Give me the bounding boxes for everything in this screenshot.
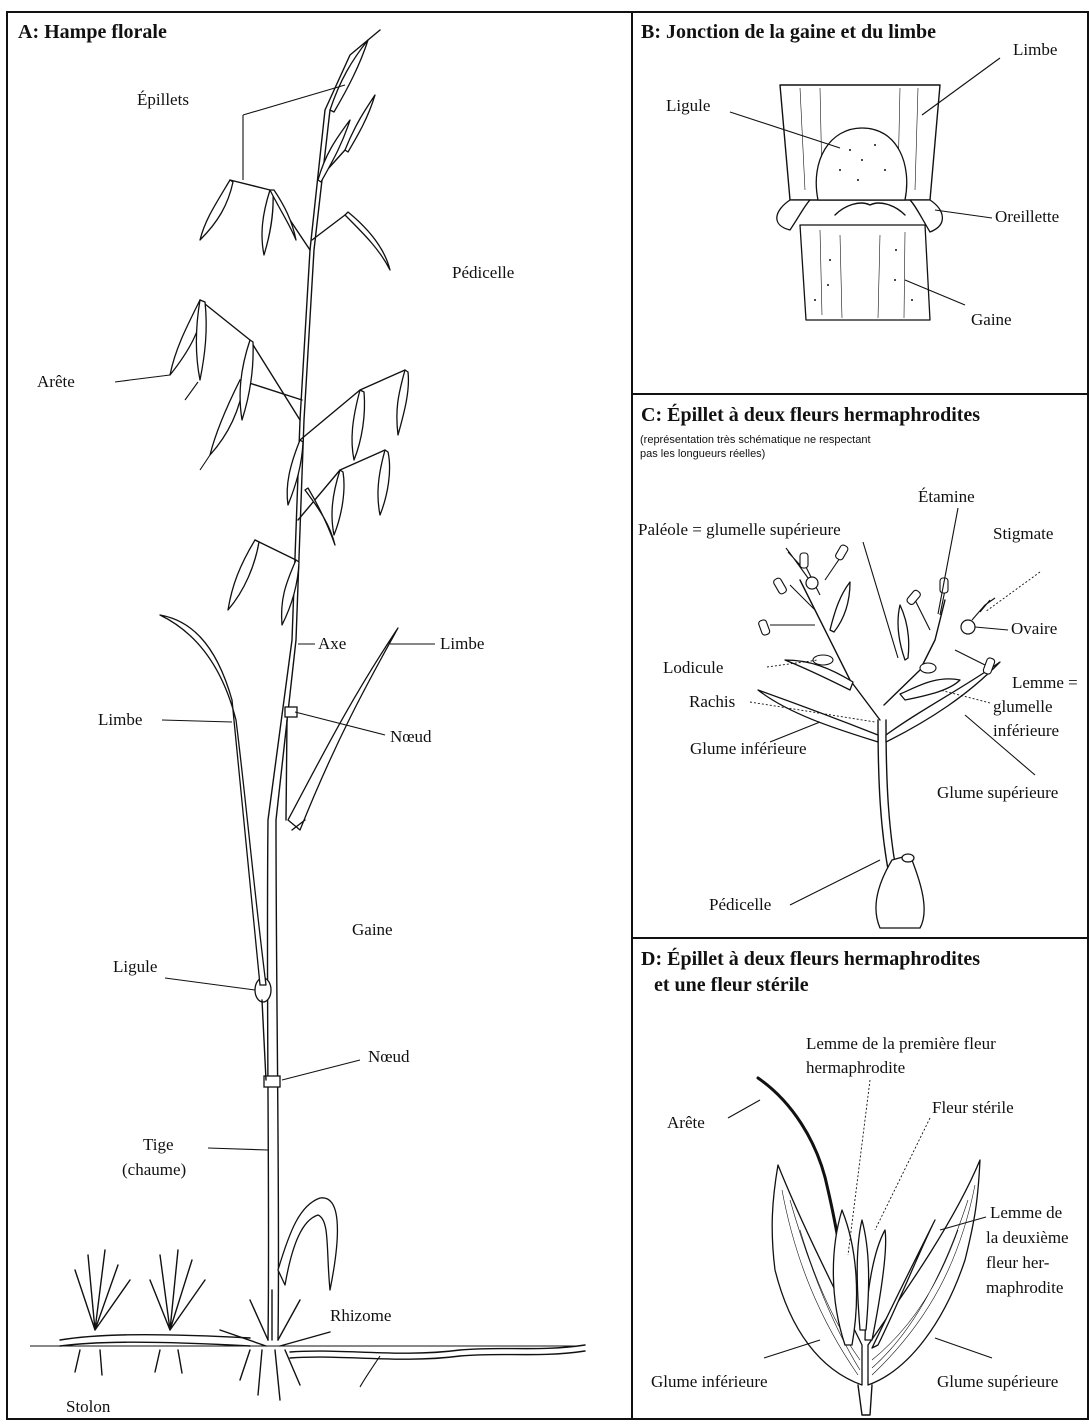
- leader-limbe-b: [922, 58, 1000, 115]
- label-tige-2: (chaume): [122, 1160, 186, 1179]
- panel-c: C: Épillet à deux fleurs hermaphrodites …: [638, 403, 1078, 928]
- label-limbe-b: Limbe: [1013, 40, 1057, 59]
- spikelet-c-drawing: [758, 544, 1000, 928]
- label-tige-1: Tige: [143, 1135, 174, 1154]
- label-lemme2-4: maphrodite: [986, 1278, 1063, 1297]
- label-lemme2-3: fleur her-: [986, 1253, 1050, 1272]
- label-pedicelle-c: Pédicelle: [709, 895, 771, 914]
- label-pedicelle-a: Pédicelle: [452, 263, 514, 282]
- panel-a-leaders: [115, 85, 435, 1387]
- panel-c-note-2: pas les longueurs réelles): [640, 448, 765, 460]
- leader-oreillette: [935, 210, 992, 218]
- label-lemme2-2: la deuxième: [986, 1228, 1069, 1247]
- label-lemme1-2: hermaphrodite: [806, 1058, 905, 1077]
- label-glume-sup-c: Glume supérieure: [937, 783, 1058, 802]
- label-lodicule: Lodicule: [663, 658, 723, 677]
- label-stolon: Stolon: [66, 1397, 111, 1416]
- label-gaine-b: Gaine: [971, 310, 1012, 329]
- leader-arete-d: [728, 1100, 760, 1118]
- label-ligule-a: Ligule: [113, 957, 157, 976]
- panel-d: D: Épillet à deux fleurs hermaphrodites …: [641, 947, 1069, 1415]
- leader-glume-sup-d: [935, 1338, 992, 1358]
- label-gaine-a: Gaine: [352, 920, 393, 939]
- label-glume-inf-c: Glume inférieure: [690, 739, 807, 758]
- label-paleole: Paléole = glumelle supérieure: [638, 520, 841, 539]
- spikelet-d-drawing: [758, 1078, 980, 1415]
- leader-fleur-sterile: [875, 1118, 930, 1230]
- panel-b: B: Jonction de la gaine et du limbe Limb…: [641, 21, 1059, 329]
- label-lemme2-1: Lemme de: [990, 1203, 1062, 1222]
- label-fleur-sterile: Fleur stérile: [932, 1098, 1014, 1117]
- label-lemme-1: Lemme =: [1012, 673, 1078, 692]
- panel-a: A: Hampe florale: [18, 21, 585, 1416]
- leader-ovaire: [975, 627, 1008, 630]
- panicle-drawing: [130, 40, 408, 625]
- label-limbe-right: Limbe: [440, 634, 484, 653]
- label-arete-d: Arête: [667, 1113, 705, 1132]
- label-lemme-3: inférieure: [993, 721, 1059, 740]
- leader-stigmate: [985, 572, 1040, 612]
- base-drawing: [60, 1250, 585, 1400]
- leader-etamine: [938, 508, 958, 614]
- label-oreillette: Oreillette: [995, 207, 1059, 226]
- leader-lemme1: [848, 1080, 870, 1255]
- leader-pedicelle-c: [790, 860, 880, 905]
- label-glume-inf-d: Glume inférieure: [651, 1372, 768, 1391]
- label-rhizome: Rhizome: [330, 1306, 391, 1325]
- label-glume-sup-d: Glume supérieure: [937, 1372, 1058, 1391]
- label-ligule-b: Ligule: [666, 96, 710, 115]
- leader-paleole: [863, 542, 898, 658]
- label-rachis: Rachis: [689, 692, 735, 711]
- panel-c-note-1: (représentation très schématique ne resp…: [640, 434, 871, 446]
- label-stigmate: Stigmate: [993, 524, 1053, 543]
- label-limbe-left: Limbe: [98, 710, 142, 729]
- label-axe: Axe: [318, 634, 346, 653]
- label-lemme1-1: Lemme de la première fleur: [806, 1034, 996, 1053]
- panel-b-title: B: Jonction de la gaine et du limbe: [641, 21, 936, 43]
- label-noeud-upper: Nœud: [390, 727, 432, 746]
- panel-d-title-2: et une fleur stérile: [654, 974, 809, 996]
- panel-c-title: C: Épillet à deux fleurs hermaphrodites: [641, 403, 980, 426]
- label-epillets: Épillets: [137, 90, 189, 109]
- panel-a-title: A: Hampe florale: [18, 21, 167, 43]
- panel-d-title-1: D: Épillet à deux fleurs hermaphrodites: [641, 947, 980, 970]
- label-noeud-lower: Nœud: [368, 1047, 410, 1066]
- label-arete-a: Arête: [37, 372, 75, 391]
- label-etamine: Étamine: [918, 487, 975, 506]
- label-lemme-2: glumelle: [993, 697, 1052, 716]
- label-ovaire: Ovaire: [1011, 619, 1057, 638]
